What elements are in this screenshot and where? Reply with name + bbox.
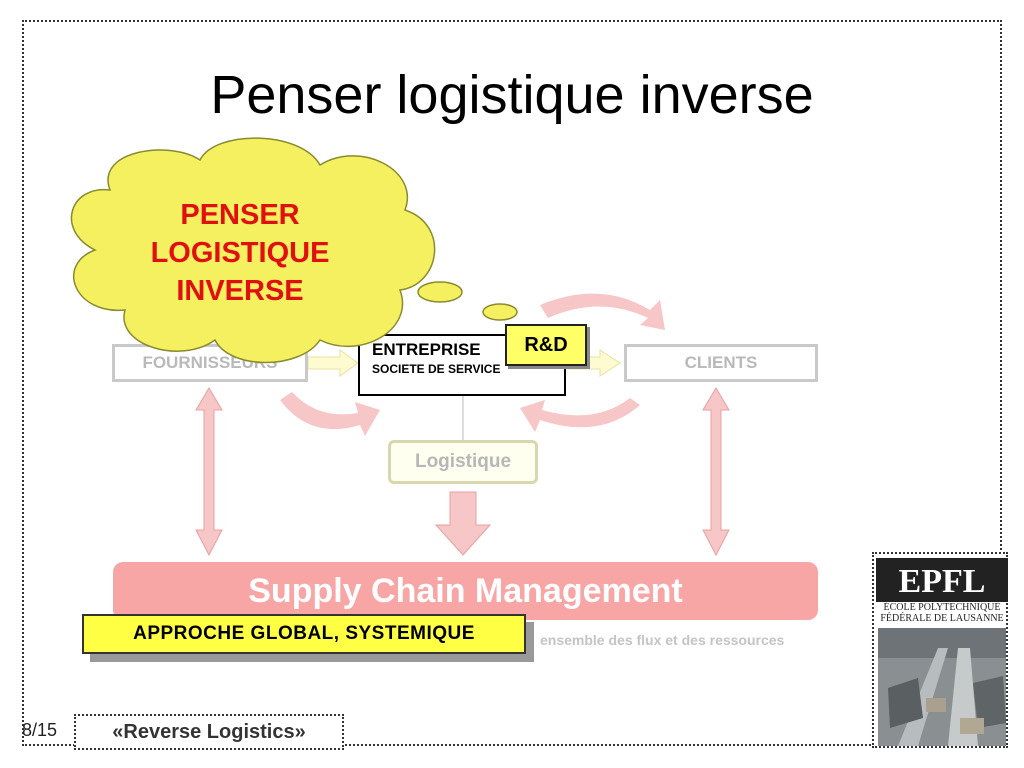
cloud-shape	[70, 137, 436, 364]
cloud-text: PENSER LOGISTIQUE INVERSE	[110, 196, 370, 310]
cloud-line-3: INVERSE	[176, 275, 304, 307]
warehouse-photo	[878, 628, 1006, 746]
cloud-line-1: PENSER	[180, 199, 300, 231]
epfl-mark: EPFL	[899, 563, 986, 600]
cycle-arrow-bottom-left	[280, 392, 380, 436]
thought-bubble-large	[417, 281, 463, 303]
enterprise-label: ENTREPRISE	[372, 340, 481, 359]
scm-bar: Supply Chain Management	[113, 562, 818, 620]
logistics-box: Logistique	[388, 440, 538, 484]
arrow-suppliers-to-enterprise	[307, 349, 359, 377]
clients-box: CLIENTS	[624, 344, 818, 382]
slide-title: Penser logistique inverse	[210, 65, 814, 125]
footer-title: «Reverse Logistics»	[74, 714, 344, 750]
approach-box: APPROCHE GLOBAL, SYSTEMIQUE	[82, 614, 526, 654]
double-arrow-suppliers-scm	[195, 387, 223, 557]
approach-label: APPROCHE GLOBAL, SYSTEMIQUE	[133, 623, 475, 644]
thought-bubble-small	[482, 303, 518, 321]
service-company-label: SOCIETE DE SERVICE	[372, 362, 501, 376]
epfl-logo-icon: EPFL	[876, 558, 1008, 602]
rd-label: R&D	[524, 333, 568, 356]
epfl-name: ÉCOLE POLYTECHNIQUE FÉDÉRALE DE LAUSANNE	[876, 602, 1008, 624]
epfl-name-line-2: FÉDÉRALE DE LAUSANNE	[880, 613, 1004, 624]
page-number: 8/15	[22, 720, 58, 740]
cycle-arrow-bottom-right	[520, 398, 640, 432]
rd-box: R&D	[505, 324, 587, 366]
logistics-label: Logistique	[414, 451, 512, 472]
clients-label: CLIENTS	[684, 353, 758, 372]
scm-subtitle: ensemble des flux et des ressources	[540, 632, 785, 648]
slide-frame	[22, 20, 1002, 746]
cycle-arrow-top-right	[540, 293, 665, 330]
arrow-enterprise-to-clients	[567, 349, 621, 377]
scm-label: Supply Chain Management	[248, 571, 683, 610]
epfl-name-line-1: ÉCOLE POLYTECHNIQUE	[883, 602, 1001, 613]
epfl-logo-panel: EPFL ÉCOLE POLYTECHNIQUE FÉDÉRALE DE LAU…	[872, 552, 1008, 748]
arrow-logistics-to-scm	[434, 491, 492, 556]
cloud-line-2: LOGISTIQUE	[150, 237, 330, 269]
double-arrow-clients-scm	[702, 387, 730, 557]
